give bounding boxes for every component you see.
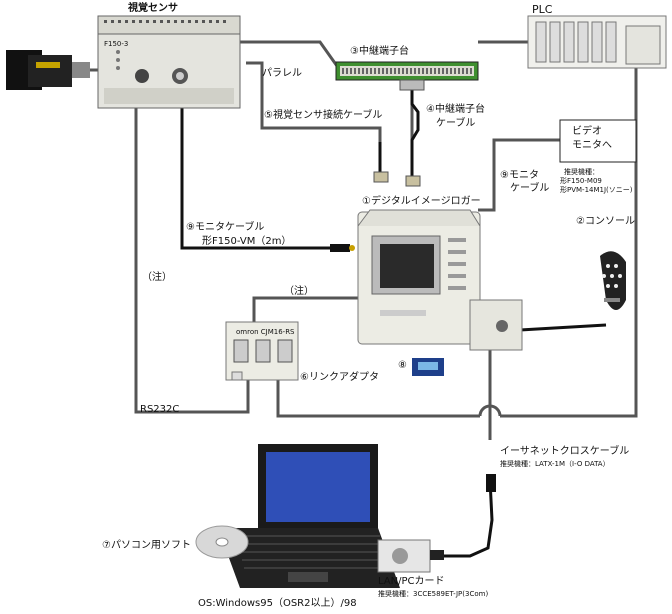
lan-card-label: LAN/PCカード xyxy=(378,576,445,587)
ethernet-connector-icon xyxy=(486,474,496,492)
console-device xyxy=(600,251,626,310)
monitor-rec-label: 推奨機種： xyxy=(564,168,599,176)
vision-sensor-label: 視覚センサ xyxy=(128,3,178,14)
plc-label: PLC xyxy=(532,3,553,16)
relay-cable-label-2: ケーブル xyxy=(436,118,476,129)
console-label: ②コンソール xyxy=(576,216,635,227)
black-cables xyxy=(180,90,607,558)
ethernet-model-label: 推奨機種：LATX-1M（I-O DATA） xyxy=(500,460,610,468)
relay-cable-black xyxy=(410,90,420,180)
relay-terminal-device xyxy=(335,61,479,91)
adapter-bottom-line xyxy=(276,378,480,418)
lan-card-device xyxy=(377,539,444,573)
digital-logger-label: ①デジタルイメージロガー xyxy=(362,196,481,207)
memory-card-icon xyxy=(412,358,444,376)
cd-icon xyxy=(195,525,249,559)
monitor-cable-left-label-2: 形F150-VM（2m） xyxy=(202,236,292,247)
note-adapter: （注） xyxy=(284,286,314,297)
camera-icon xyxy=(6,50,90,90)
monitor-model-1: 形F150-M09 xyxy=(560,177,602,185)
adapter-logger-line xyxy=(252,296,360,326)
parallel-line xyxy=(240,40,339,67)
link-adapter-device xyxy=(225,321,299,381)
ethernet-cable xyxy=(444,479,494,558)
relay-cable-label-1: ④中継端子台 xyxy=(426,104,485,115)
laptop-device xyxy=(218,444,400,588)
monitor-plug-icon xyxy=(330,244,350,252)
link-adapter-label: ⑥リンクアダプタ xyxy=(300,372,379,383)
plc-device xyxy=(527,15,667,69)
parallel-label: パラレル xyxy=(262,68,302,79)
note-left: （注） xyxy=(142,272,172,283)
connection-lines xyxy=(134,40,638,440)
relay-connector-icon xyxy=(405,175,421,187)
plug-tip-icon xyxy=(349,245,355,251)
video-label-2: モニタへ xyxy=(572,140,612,151)
line-crossing xyxy=(478,404,502,417)
console-cable xyxy=(519,323,607,332)
sensor-connector-icon xyxy=(373,171,389,183)
os-label: OS:Windows95（OSR2以上）/98 xyxy=(198,598,357,609)
monitor-model-2: 形PVM-14M1J(ソニー) xyxy=(560,186,633,194)
rs232c-line xyxy=(134,108,250,414)
video-label-1: ビデオ xyxy=(572,126,602,137)
vision-sensor-device xyxy=(97,15,241,109)
rs232c-label: RS232C xyxy=(140,404,180,415)
lan-card-model-label: 推奨機種：3CCE589ET-JP(3Com) xyxy=(378,590,489,598)
monitor-cable-left xyxy=(180,108,330,250)
plc-bottom-line xyxy=(500,56,638,418)
sensor-tiny-label: F150-3 xyxy=(104,40,129,48)
monitor-cable-right-label-2: ケーブル xyxy=(510,183,550,194)
sensor-cable-label: ⑤視覚センサ接続ケーブル xyxy=(264,110,383,121)
memory-card-label: ⑧ xyxy=(398,360,407,371)
monitor-cable-left-label-1: ⑨モニタケーブル xyxy=(186,222,265,233)
pc-software-label: ⑦パソコン用ソフト xyxy=(102,540,191,551)
ethernet-label: イーサネットクロスケーブル xyxy=(500,446,630,457)
digital-image-logger-device xyxy=(357,209,523,351)
monitor-cable-right-label-1: ⑨モニタ xyxy=(500,170,539,181)
monitor-right-line xyxy=(478,138,560,212)
relay-terminal-label: ③中継端子台 xyxy=(350,46,409,57)
adapter-brand: omron CJM16-RS xyxy=(236,328,295,336)
video-monitor-box xyxy=(559,119,637,163)
